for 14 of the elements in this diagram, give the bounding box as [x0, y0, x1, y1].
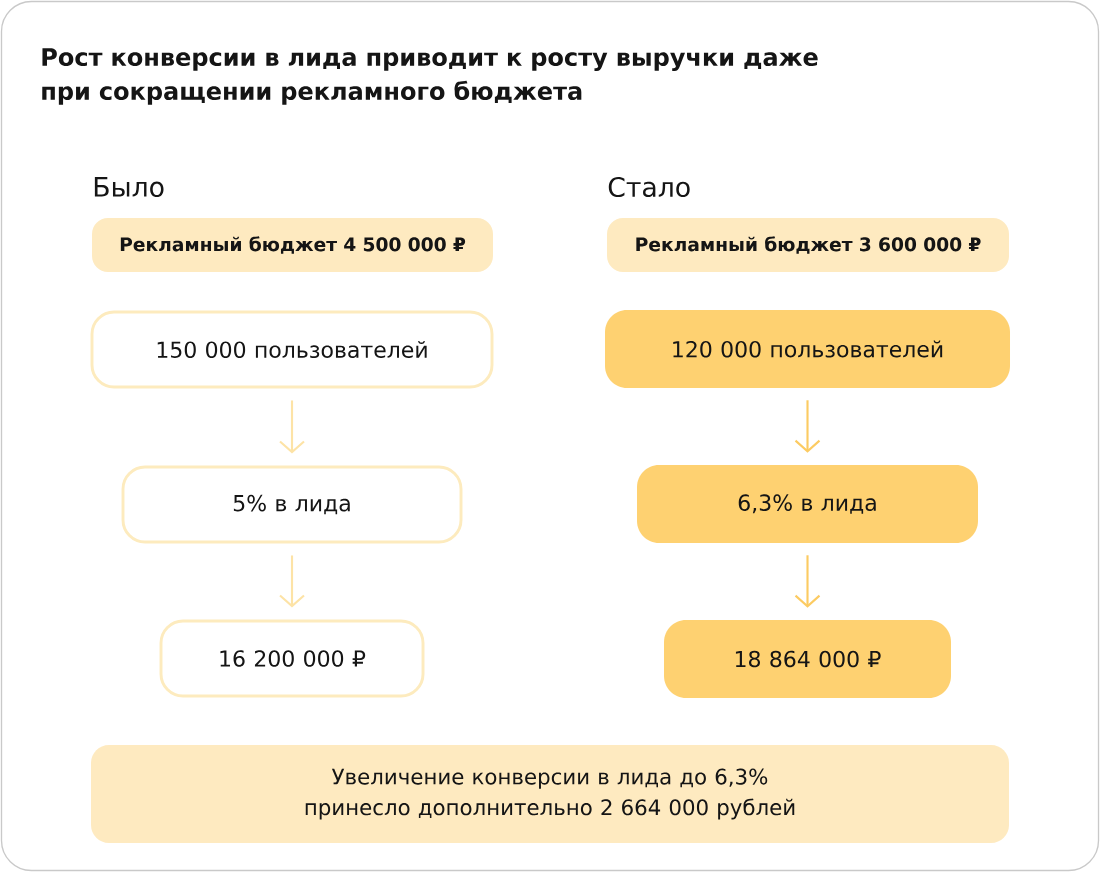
process-box: 6,3% в лида [637, 465, 978, 543]
budget-box: Рекламный бюджет 4 500 000 ₽ [92, 218, 493, 272]
arrow [794, 555, 821, 608]
summary-box: Увеличение конверсии в лида до 6,3% принесло дополнительно 2 664 000 рублей [91, 745, 1009, 843]
budget-box: Рекламный бюджет 3 600 000 ₽ [607, 218, 1009, 272]
arrow [279, 400, 305, 454]
result-box: 18 864 000 ₽ [664, 620, 951, 698]
title: Рост конверсии в лида приводит к росту выручки даже при сокращении рекламного бюджета [42, 48, 818, 105]
result-box: 16 200 000 ₽ [159, 619, 425, 698]
process-box: 120 000 пользователей [605, 310, 1010, 388]
arrow [794, 400, 821, 453]
process-box: 150 000 пользователей [90, 310, 494, 389]
arrow [279, 555, 305, 608]
process-box: 5% в лида [121, 465, 463, 544]
